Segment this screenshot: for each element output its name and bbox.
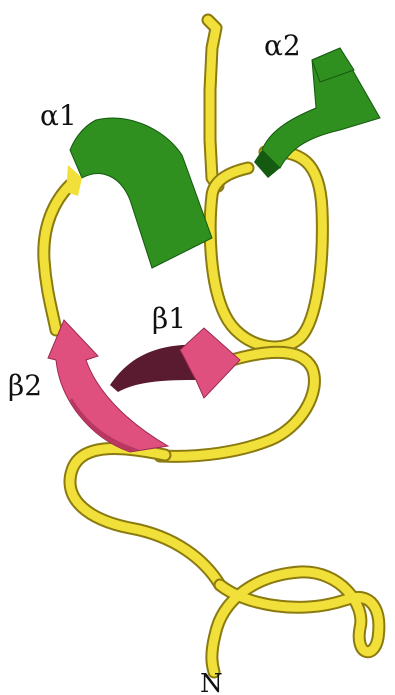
label-alpha2: α2 (264, 29, 301, 62)
label-alpha1: α1 (40, 99, 77, 132)
coil-lower-loop (70, 448, 220, 585)
label-beta2: β2 (8, 369, 42, 402)
sheet-beta2-body (48, 320, 168, 452)
helix-alpha2 (254, 48, 380, 178)
helix-alpha1-front (70, 118, 212, 268)
coil-crossing-loop (212, 572, 379, 672)
label-n-terminus: N (200, 669, 223, 695)
coil-crossing-loop-outline (212, 572, 379, 672)
label-beta1: β1 (152, 302, 186, 335)
helix-alpha1 (66, 118, 212, 268)
sheet-beta1-arrowhead (180, 328, 240, 398)
sheet-beta2 (48, 320, 168, 452)
sheet-beta1 (110, 328, 240, 398)
